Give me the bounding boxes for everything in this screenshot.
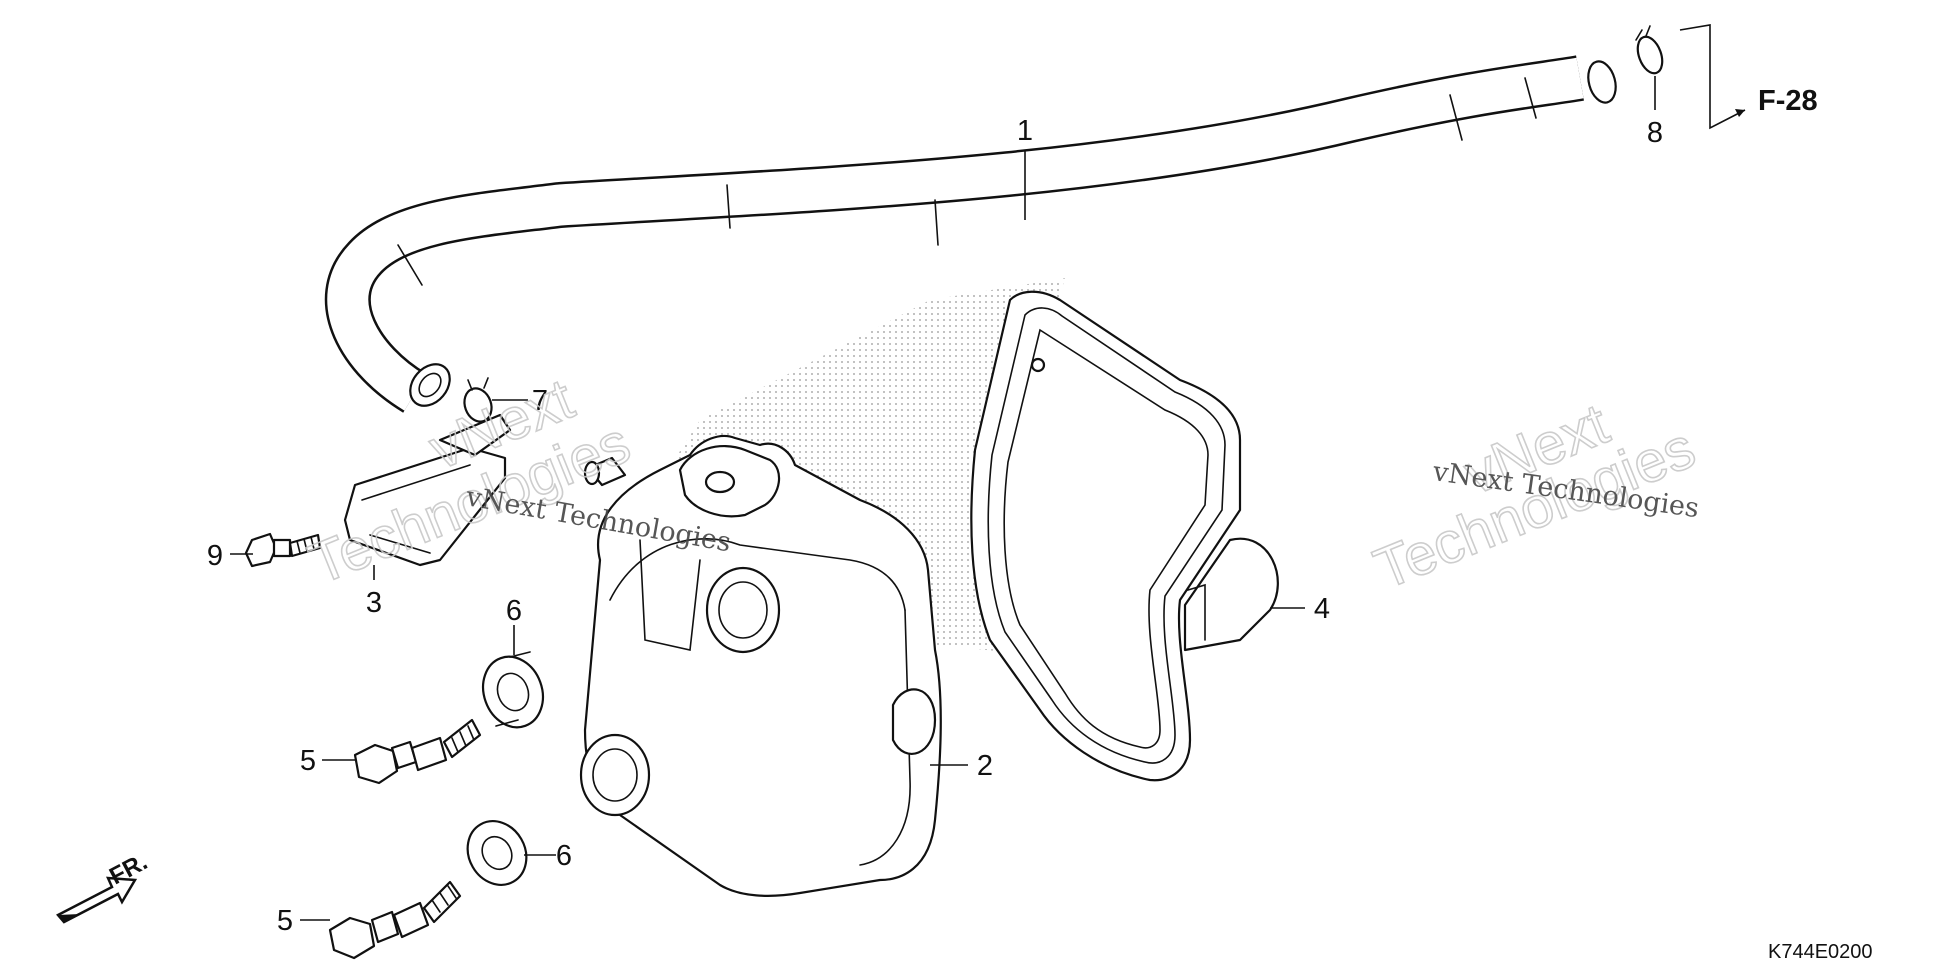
callout-6-upper: 6 [506,595,522,627]
callout-6-lower: 6 [556,840,572,872]
cover-bolt-lower[interactable] [328,880,462,960]
head-cover-gasket[interactable] [970,290,1279,782]
diagram-code: K744E0200 [1768,941,1873,963]
callout-7: 7 [532,385,548,417]
leader-lines [230,24,1746,921]
callout-3: 3 [366,587,382,619]
callout-1: 1 [1017,115,1033,147]
reference-label: F-28 [1758,85,1818,117]
washer-lower[interactable] [456,810,537,895]
bracket[interactable] [343,413,512,567]
cover-bolt-upper[interactable] [353,718,482,785]
hose-clip[interactable] [460,377,496,425]
washer-upper[interactable] [473,648,552,735]
callout-5-lower: 5 [277,905,293,937]
callout-4: 4 [1314,593,1330,625]
callout-5-upper: 5 [300,745,316,777]
cylinder-head-cover[interactable] [579,434,942,897]
callout-2: 2 [977,750,993,782]
callout-8: 8 [1647,117,1663,149]
watermark-right: vNext Technologies vNext Technologies [1365,390,1705,602]
callout-9: 9 [207,540,223,572]
bolt-small[interactable] [244,532,322,568]
hose-clip-top[interactable] [1633,25,1667,77]
front-direction-arrow: FR. [56,848,152,924]
breather-hose[interactable] [324,55,1620,413]
